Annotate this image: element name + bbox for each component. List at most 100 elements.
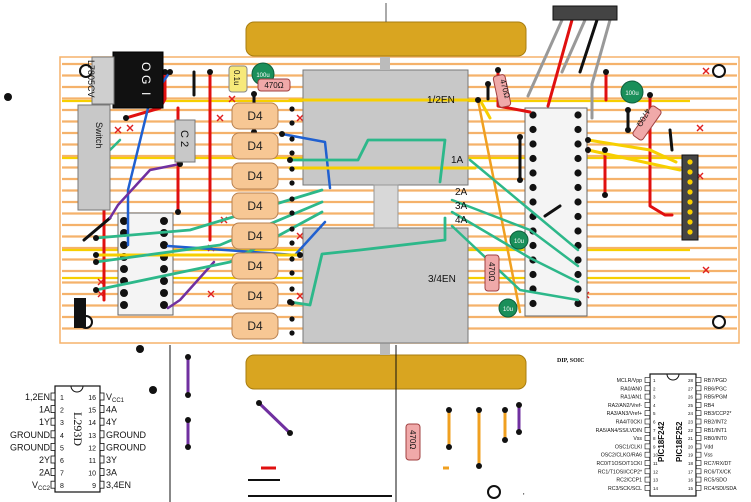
l293d-pin bbox=[50, 392, 56, 401]
socket-pin bbox=[574, 256, 582, 264]
socket-pin bbox=[574, 212, 582, 221]
l293d-pin-number: 11 bbox=[89, 458, 96, 465]
l293d-pin-number: 6 bbox=[60, 458, 64, 465]
motor-label-1a: 1A bbox=[451, 155, 464, 166]
switch-label: Switch bbox=[94, 122, 104, 149]
pic-name-2: PIC18F252 bbox=[675, 421, 684, 462]
wire-grey bbox=[560, 18, 587, 74]
pic-pin-number: 18 bbox=[688, 461, 694, 466]
header-pin bbox=[687, 219, 693, 225]
resistor-1: 470Ω bbox=[257, 78, 291, 92]
pic-pin-label: RB5/PGM bbox=[704, 395, 727, 401]
cut-stroke bbox=[296, 114, 304, 122]
diode: D4 bbox=[231, 222, 295, 250]
l293d-pin bbox=[50, 480, 56, 489]
resistor-value: 470Ω bbox=[408, 430, 417, 449]
diode-lead bbox=[289, 150, 295, 156]
l293d-pin-label: 3A bbox=[106, 468, 117, 478]
socket-pin bbox=[529, 270, 537, 279]
pic-pin-label: RC6/TX/CK bbox=[704, 469, 732, 475]
socket-pin bbox=[120, 217, 128, 225]
wire-end bbox=[585, 147, 591, 153]
wire-end bbox=[625, 127, 631, 133]
wire-end bbox=[93, 287, 99, 293]
wire-end bbox=[517, 134, 523, 140]
l293d-pin-number: 8 bbox=[60, 483, 64, 490]
mount-hole bbox=[487, 485, 501, 499]
diode-lead bbox=[289, 240, 295, 246]
l293d-pin-label: 3Y bbox=[106, 455, 117, 465]
l293d-pin-number: 14 bbox=[88, 420, 96, 427]
diode-lead bbox=[289, 226, 295, 232]
pic-pin-label: RB7/PGD bbox=[704, 378, 727, 384]
motor-label-3a: 3A bbox=[455, 201, 468, 212]
wire-purple bbox=[108, 162, 182, 220]
header-connector bbox=[681, 154, 699, 241]
wire-end bbox=[475, 97, 481, 103]
header-pin bbox=[687, 179, 693, 185]
wire-end bbox=[287, 157, 293, 163]
socket-pin bbox=[574, 270, 582, 279]
wire-end bbox=[647, 92, 653, 98]
tick-mark: ' bbox=[523, 492, 525, 501]
motor-label-2a: 2A bbox=[455, 187, 468, 198]
l293d-pin-label: 2Y bbox=[39, 455, 50, 465]
socket-pin bbox=[529, 154, 537, 163]
pic-pin-number: 12 bbox=[653, 469, 659, 474]
pic-pin-number: 10 bbox=[653, 453, 659, 458]
socket-pin bbox=[160, 301, 168, 309]
diode-label: D4 bbox=[247, 139, 263, 153]
diode-lead bbox=[289, 106, 295, 112]
pic-pin bbox=[695, 485, 702, 491]
pic-pin-label: RB1/INT1 bbox=[704, 428, 727, 434]
cut-stroke bbox=[296, 292, 304, 300]
l293d-pin-label: 1Y bbox=[39, 417, 50, 427]
electrolytic-cap-2: 100u bbox=[620, 80, 644, 104]
diode: D4 bbox=[231, 282, 295, 310]
pic-pin-number: 22 bbox=[688, 428, 694, 433]
wire-end bbox=[93, 259, 99, 265]
diode-lead bbox=[289, 316, 295, 322]
socket-pin bbox=[120, 265, 128, 273]
pic-pin bbox=[695, 402, 702, 408]
socket-pin bbox=[574, 169, 582, 177]
cap-value: 100u bbox=[625, 91, 638, 97]
socket-pin bbox=[120, 241, 128, 249]
loose-jumper-purple bbox=[516, 402, 522, 435]
diode-lead bbox=[289, 300, 295, 306]
pic-pin-number: 15 bbox=[688, 486, 694, 491]
pic-pin bbox=[695, 435, 702, 441]
pic-pin bbox=[695, 460, 702, 466]
diode: D4 bbox=[231, 162, 295, 190]
l293d-pin-number: 2 bbox=[60, 408, 64, 415]
resistor-2: 470Ω bbox=[492, 74, 512, 108]
pic-pin-number: 28 bbox=[688, 378, 694, 383]
socket-pin bbox=[529, 198, 537, 206]
electrolytic-cap-4: 10u bbox=[498, 298, 518, 318]
wire-end bbox=[297, 252, 303, 258]
pic-pin-number: 26 bbox=[688, 395, 694, 400]
wire-green bbox=[94, 200, 324, 264]
socket-pin bbox=[529, 140, 537, 148]
l293d-pin bbox=[50, 442, 56, 451]
diode-lead bbox=[289, 180, 295, 186]
wire-end bbox=[517, 177, 523, 183]
track-cut bbox=[296, 292, 304, 300]
wire-end bbox=[93, 252, 99, 258]
socket-pin bbox=[529, 299, 537, 308]
pic-pin bbox=[695, 418, 702, 425]
wire-end bbox=[279, 131, 285, 137]
diode-label: D4 bbox=[247, 169, 263, 183]
header-pin bbox=[687, 169, 693, 175]
cap-value: 10u bbox=[514, 239, 524, 245]
socket-pin bbox=[529, 125, 537, 134]
pic-pin-label: OSC1/CLKI bbox=[615, 444, 642, 450]
l293d-pin bbox=[99, 405, 105, 414]
socket-pin bbox=[120, 289, 128, 297]
pic-notch bbox=[666, 373, 680, 381]
resistor-4: 470Ω bbox=[484, 254, 500, 292]
wire-black bbox=[543, 204, 562, 218]
pic-pin-label: RA4/T0CKI bbox=[616, 420, 642, 426]
wire-green bbox=[468, 158, 580, 252]
power-switch[interactable]: Switch bbox=[77, 104, 111, 211]
